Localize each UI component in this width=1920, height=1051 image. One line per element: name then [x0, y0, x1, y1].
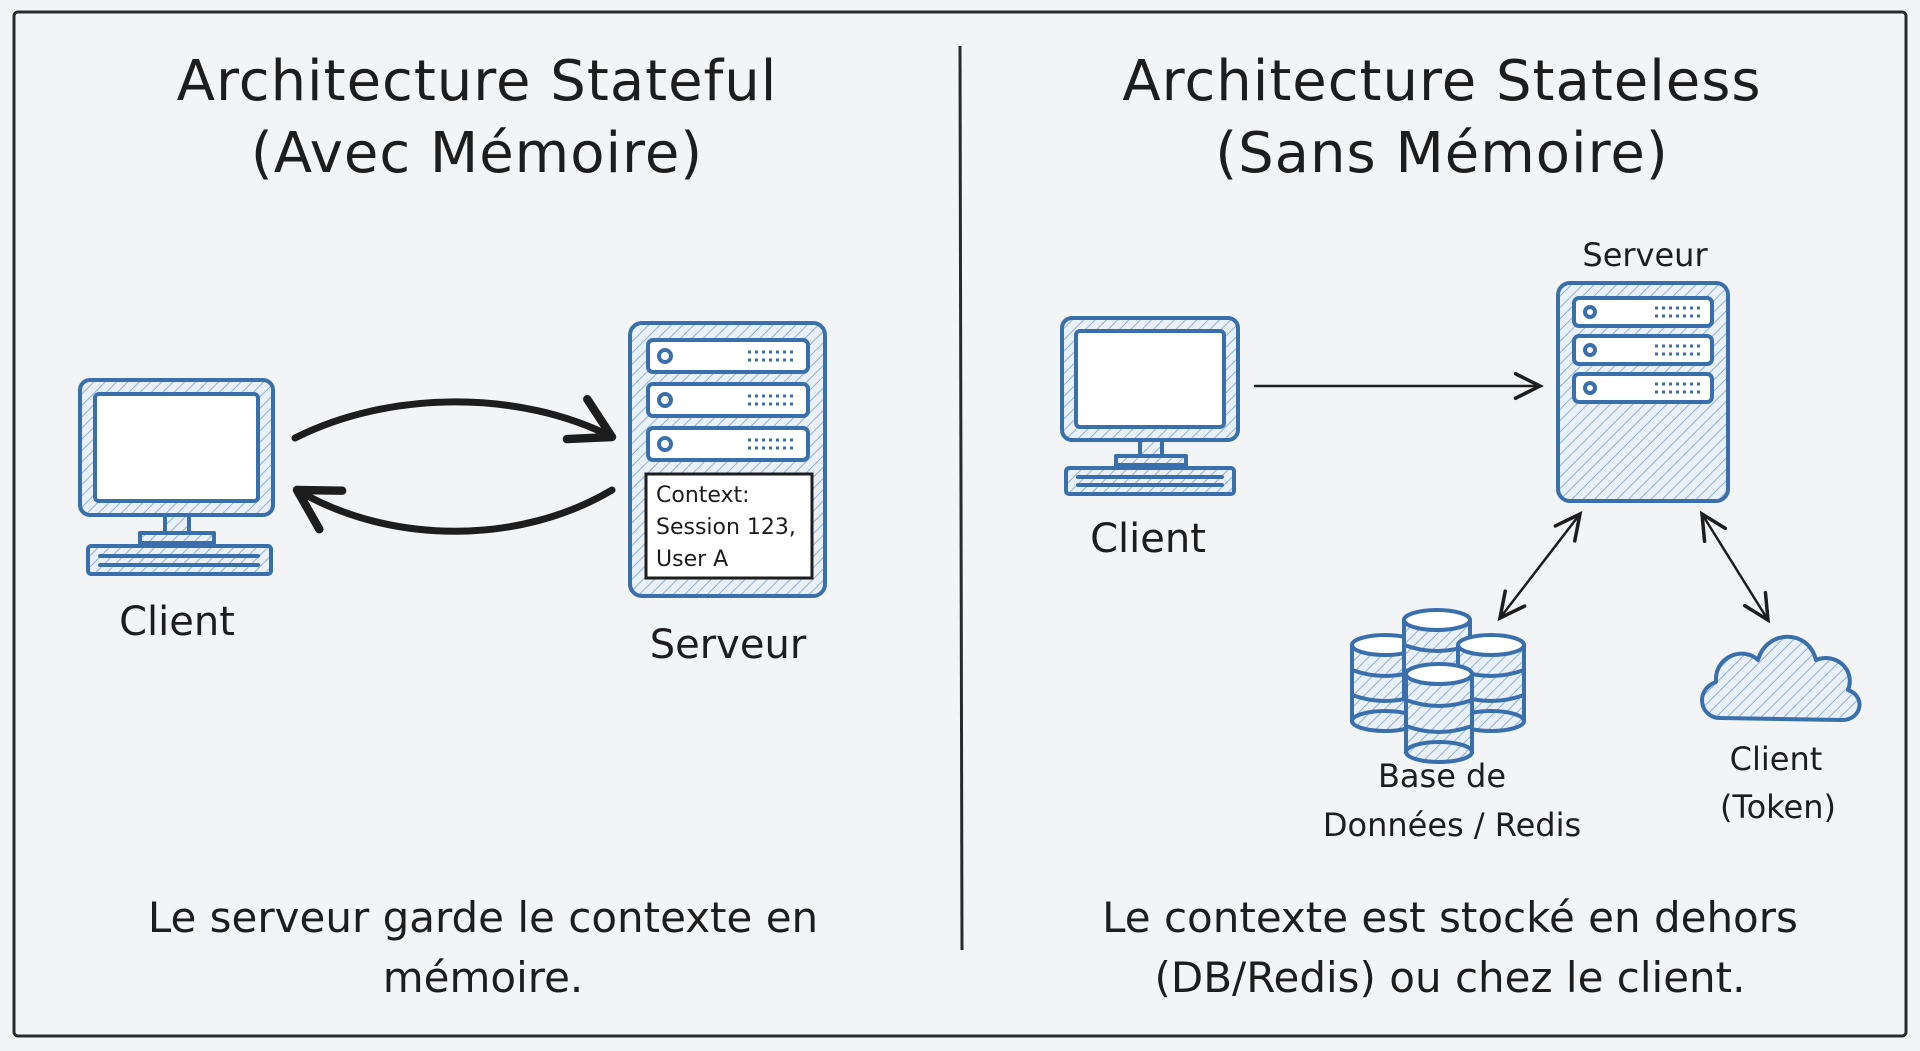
- stateless-client-label: Client: [1090, 516, 1206, 562]
- stateful-title-line2: (Avec Mémoire): [251, 121, 703, 186]
- computer-icon: [78, 378, 275, 576]
- db-label-line2: Données / Redis: [1323, 806, 1581, 844]
- request-arrow: [291, 395, 617, 444]
- context-line2: Session 123,: [656, 515, 796, 540]
- stateless-panel: Architecture Stateless (Sans Mémoire) Cl…: [1060, 49, 1862, 1002]
- stateful-caption-line1: Le serveur garde le contexte en: [148, 893, 818, 942]
- context-box: [644, 472, 814, 580]
- stateful-server-label: Serveur: [650, 622, 807, 668]
- stateless-caption-line2: (DB/Redis) ou chez le client.: [1155, 953, 1746, 1002]
- context-line1: Context:: [656, 483, 750, 508]
- computer-icon: [1060, 316, 1240, 496]
- server-token-arrow: [1699, 510, 1771, 624]
- server-db-arrow: [1497, 510, 1583, 622]
- stateful-caption-line2: mémoire.: [383, 953, 584, 1002]
- stateful-title-line1: Architecture Stateful: [177, 49, 778, 114]
- server-icon: [1556, 281, 1730, 503]
- outer-frame: [12, 10, 1908, 1038]
- stateless-caption-line1: Le contexte est stocké en dehors: [1102, 893, 1798, 942]
- stateful-client-label: Client: [119, 599, 235, 645]
- token-label-line1: Client: [1730, 740, 1823, 778]
- response-arrow: [292, 485, 616, 535]
- context-line3: User A: [656, 547, 728, 572]
- server-icon: [628, 321, 827, 598]
- db-label-line1: Base de: [1378, 757, 1506, 795]
- token-label-line2: (Token): [1720, 788, 1836, 826]
- database-icon: [1350, 608, 1526, 764]
- stateless-title-line2: (Sans Mémoire): [1215, 121, 1668, 186]
- panel-divider: [958, 45, 964, 951]
- cloud-icon: [1700, 634, 1862, 722]
- stateless-server-label: Serveur: [1582, 236, 1708, 274]
- stateful-panel: Architecture Stateful (Avec Mémoire) Cli…: [78, 49, 827, 1002]
- stateless-title-line1: Architecture Stateless: [1122, 49, 1761, 114]
